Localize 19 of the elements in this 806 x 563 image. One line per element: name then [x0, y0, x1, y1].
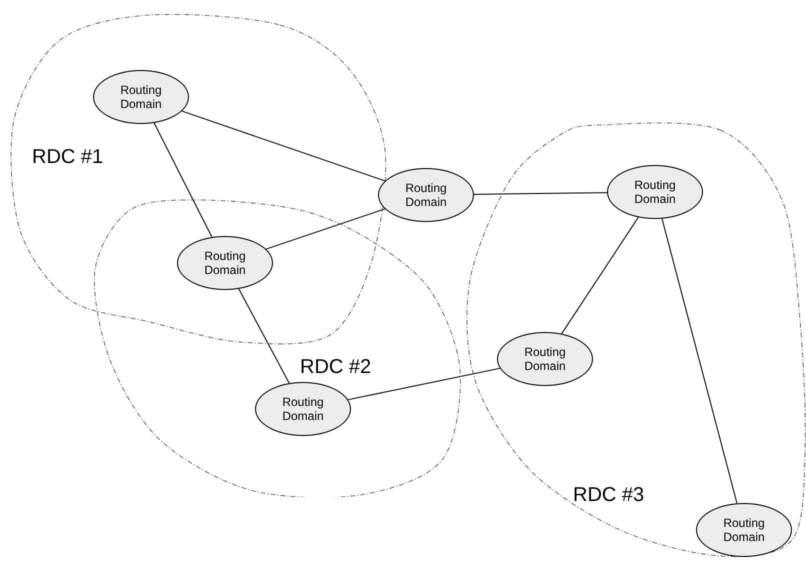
node-label: Routing Domain	[523, 345, 567, 373]
connector-line	[561, 216, 639, 334]
connector-line	[662, 218, 738, 504]
node-label: Routing Domain	[633, 178, 677, 206]
node-ellipse	[378, 168, 474, 222]
connector-line	[238, 288, 290, 384]
node-label: Routing Domain	[119, 83, 163, 111]
connector-line	[181, 110, 386, 182]
connector-line	[266, 208, 386, 250]
region-label: RDC #1	[32, 146, 104, 169]
node-label: Routing Domain	[404, 181, 448, 209]
region-label: RDC #3	[573, 484, 644, 507]
node-label: Routing Domain	[281, 395, 325, 423]
node-label: Routing Domain	[203, 249, 247, 277]
region-label: RDC #2	[300, 356, 372, 379]
connector-line	[348, 368, 500, 400]
node-label: Routing Domain	[722, 516, 766, 544]
connector-line	[154, 122, 212, 238]
connector-line	[473, 192, 608, 195]
